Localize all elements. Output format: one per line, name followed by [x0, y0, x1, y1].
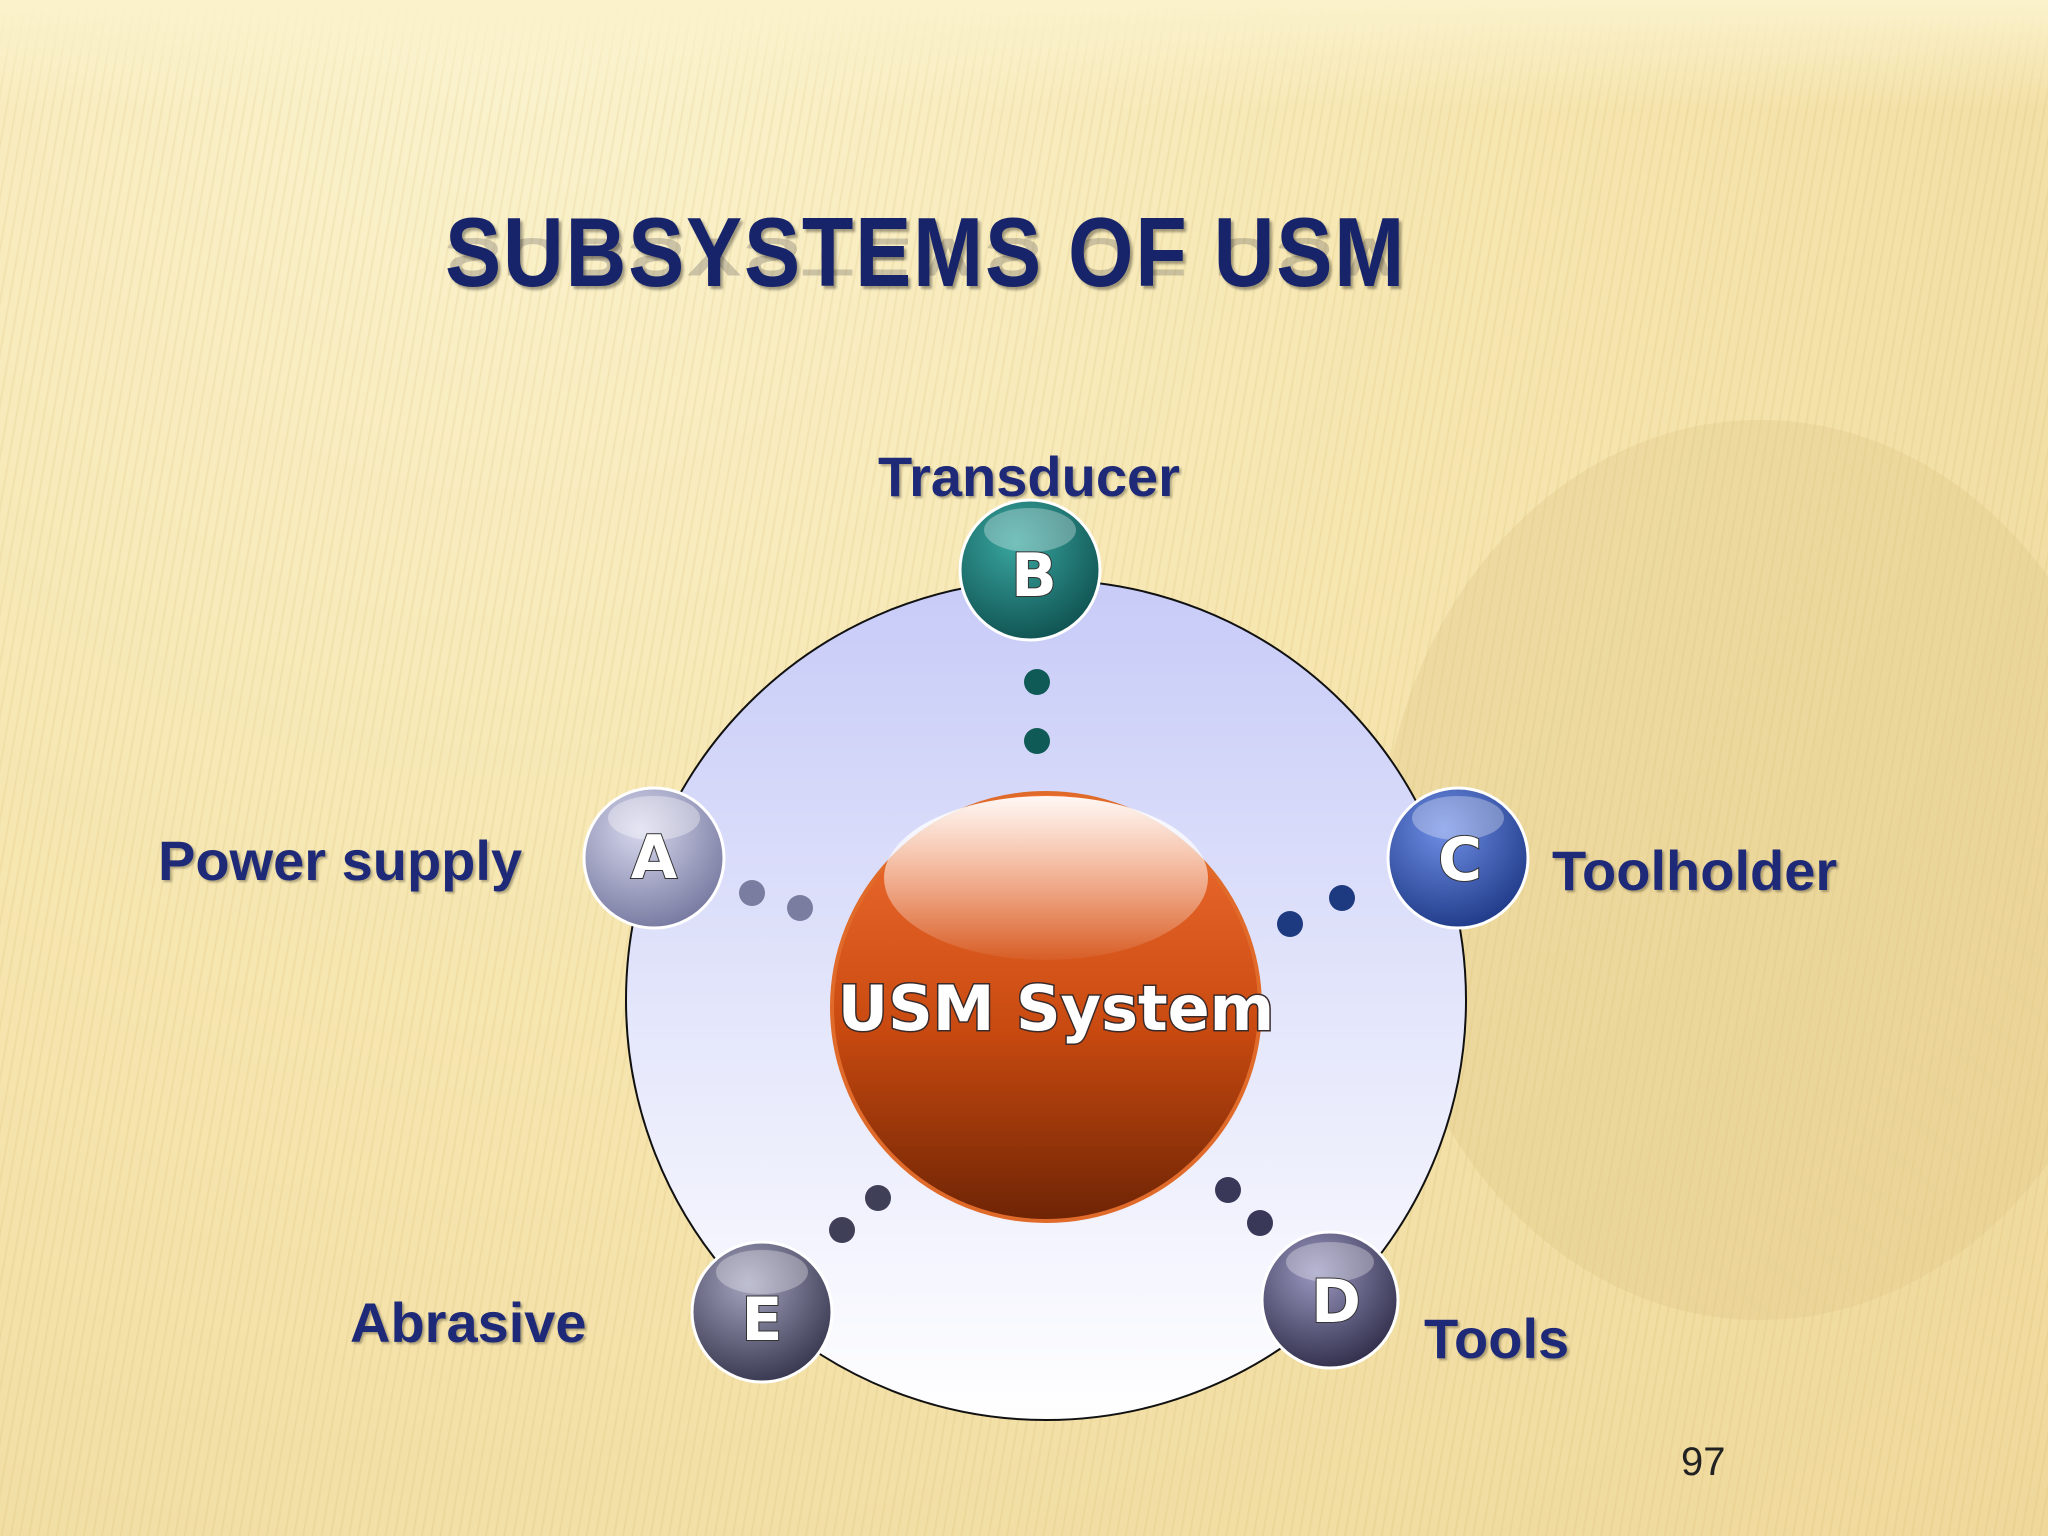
node-a: A [582, 786, 726, 930]
page-number: 97 [1681, 1440, 1726, 1484]
connector-dots [739, 669, 1355, 1243]
node-b-letter: B [1011, 541, 1057, 611]
node-b: B [958, 498, 1102, 642]
node-e-letter: E [742, 1285, 783, 1355]
node-c: C [1386, 786, 1530, 930]
node-d: D [1260, 1230, 1400, 1370]
label-abrasive: Abrasive [350, 1291, 587, 1354]
node-a-letter: A [631, 823, 678, 893]
label-toolholder: Toolholder [1552, 839, 1838, 902]
label-power-supply: Power supply [158, 829, 523, 892]
center-label: USM System [838, 972, 1275, 1045]
center-sphere [830, 791, 1262, 1223]
label-transducer: Transducer [878, 445, 1180, 508]
node-c-letter: C [1438, 825, 1482, 895]
node-e: E [690, 1240, 834, 1384]
slide-title: SUBSYSTEMS OF USM [445, 197, 1407, 307]
label-tools: Tools [1424, 1307, 1570, 1370]
node-d-letter: D [1311, 1267, 1361, 1337]
